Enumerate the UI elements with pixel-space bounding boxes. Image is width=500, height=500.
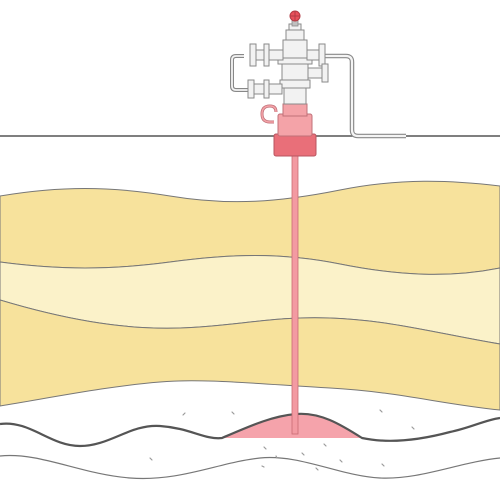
- sediment-specks: [149, 409, 415, 471]
- cap-rock-line: [0, 412, 500, 448]
- flowline-pipe: [316, 53, 406, 139]
- christmas-tree-wellhead-icon: [247, 23, 329, 105]
- casing-head: [260, 103, 317, 157]
- wellbore: [291, 151, 299, 435]
- valve-handwheel-icon: [289, 10, 301, 27]
- lower-bed-line: [0, 454, 500, 480]
- rock-strata: [0, 180, 500, 411]
- stratum-3: [0, 299, 500, 411]
